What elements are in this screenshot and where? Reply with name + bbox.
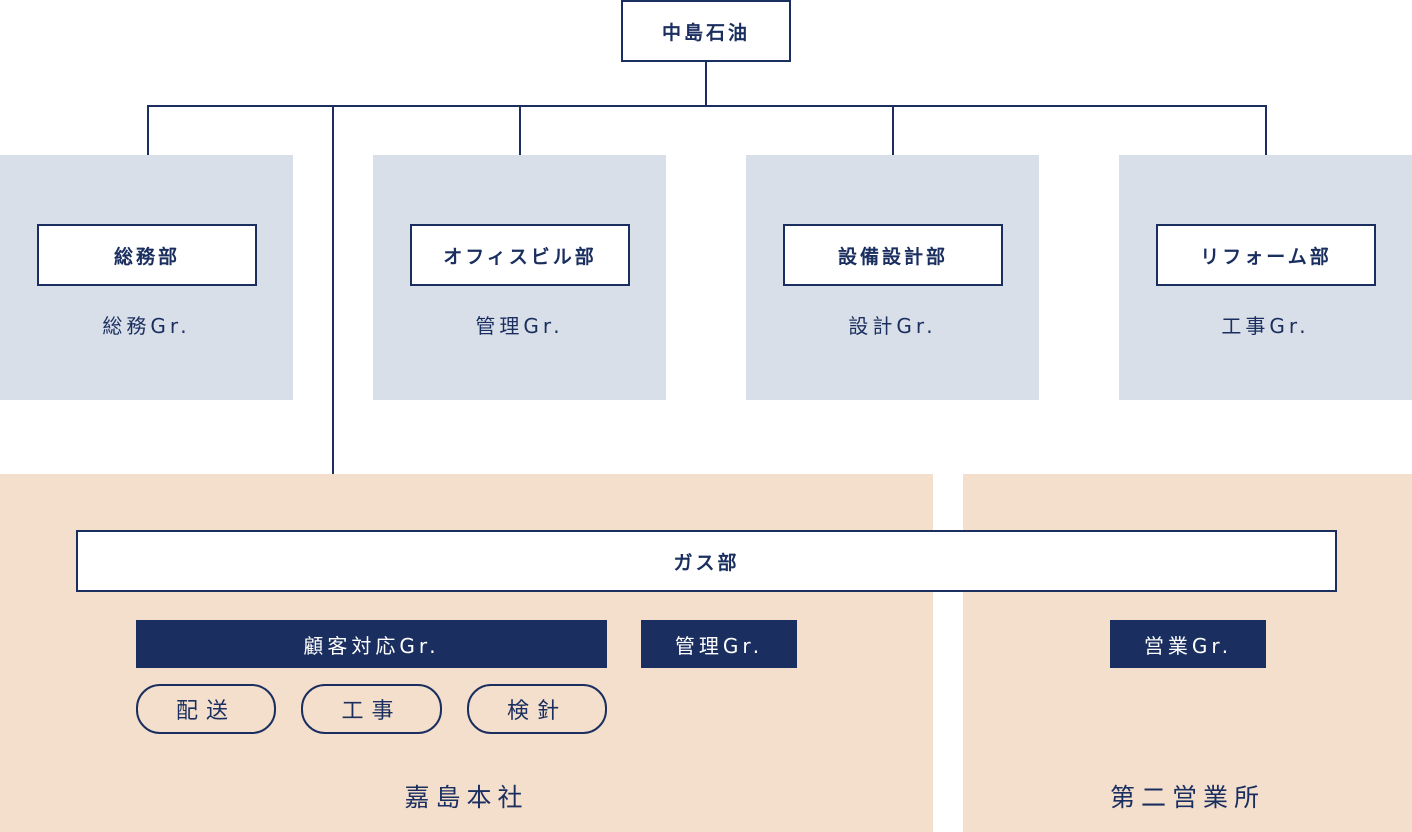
stem-setsubi — [892, 105, 894, 155]
dept-group-office: 管理Gr. — [475, 314, 564, 338]
group-label: 管理Gr. — [674, 633, 764, 658]
task-label: 配送 — [175, 699, 236, 724]
task-label: 工事 — [341, 699, 402, 724]
root-stem — [705, 61, 707, 107]
stem-office — [519, 105, 521, 155]
group-customer: 顧客対応Gr. — [136, 620, 607, 668]
group-management: 管理Gr. — [641, 620, 797, 668]
dept-label: リフォーム部 — [1200, 245, 1332, 268]
site-label-main: 嘉島本社 — [404, 783, 529, 812]
site-label-second: 第二営業所 — [1109, 783, 1265, 812]
dept-group-somu: 総務Gr. — [102, 314, 191, 338]
dept-group-reform: 工事Gr. — [1221, 314, 1310, 338]
group-sales: 営業Gr. — [1110, 620, 1266, 668]
dept-label: 総務部 — [113, 245, 180, 268]
dept-box-setsubi: 設備設計部 — [783, 224, 1003, 286]
gas-dept-box: ガス部 — [76, 530, 1337, 592]
task-meter-reading: 検針 — [467, 684, 607, 734]
dept-label: オフィスビル部 — [443, 245, 597, 268]
task-construction: 工事 — [301, 684, 442, 734]
dept-box-somu: 総務部 — [37, 224, 257, 286]
task-label: 検針 — [506, 699, 567, 724]
task-delivery: 配送 — [136, 684, 276, 734]
root-label: 中島石油 — [661, 21, 750, 44]
stem-gas — [332, 105, 334, 474]
dept-label: 設備設計部 — [837, 245, 948, 268]
group-label: 顧客対応Gr. — [303, 633, 440, 658]
dept-box-reform: リフォーム部 — [1156, 224, 1376, 286]
root-node: 中島石油 — [621, 0, 791, 62]
top-bar — [147, 105, 1267, 107]
dept-group-setsubi: 設計Gr. — [848, 314, 937, 338]
stem-reform — [1265, 105, 1267, 155]
dept-box-office: オフィスビル部 — [410, 224, 630, 286]
gas-dept-label: ガス部 — [673, 551, 740, 574]
group-label: 営業Gr. — [1143, 633, 1233, 658]
stem-somu — [147, 105, 149, 155]
